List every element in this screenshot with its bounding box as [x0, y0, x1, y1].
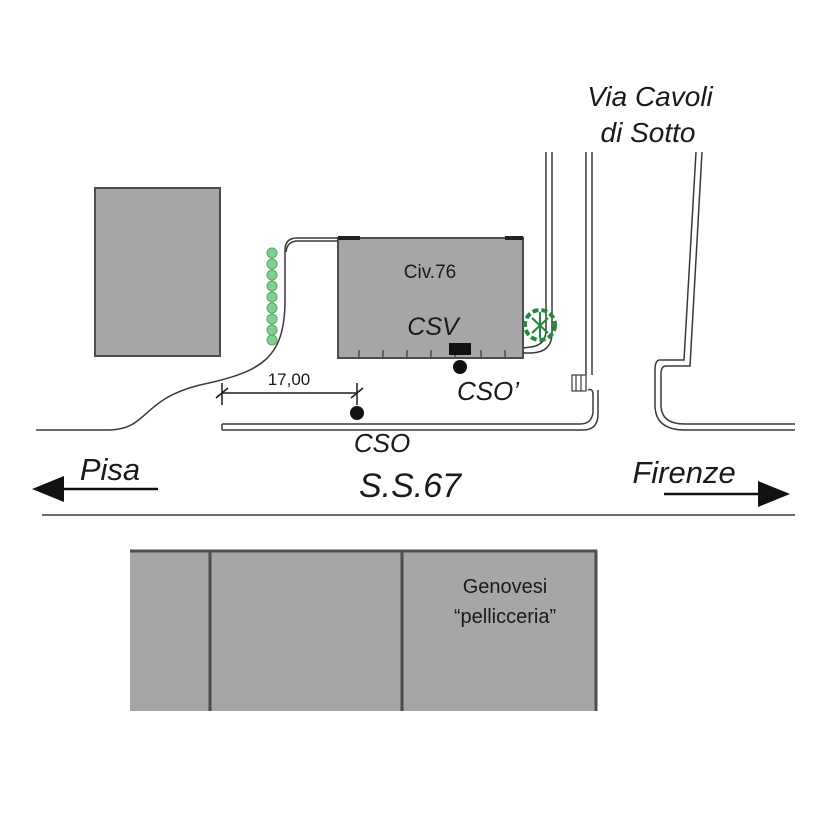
road-edge-left — [36, 237, 338, 431]
arrow-firenze-icon — [664, 481, 790, 507]
cso-prime-marker — [453, 360, 467, 374]
pisa-label: Pisa — [80, 452, 140, 487]
road-edge-left-inner — [285, 240, 338, 253]
tree-icon — [523, 308, 557, 342]
distance-dimension — [215, 383, 364, 405]
street-label-line2: di Sotto — [601, 117, 696, 148]
via-cavoli-right-edge-inner — [660, 151, 795, 425]
building-civ-label: Civ.76 — [404, 262, 456, 283]
genovesi-label-line1: Genovesi — [463, 576, 548, 598]
csv-marker — [449, 343, 471, 355]
firenze-label: Firenze — [632, 455, 735, 490]
building-civ76: Civ.76 CSV — [337, 236, 524, 359]
arrow-pisa-icon — [32, 476, 158, 502]
hedge — [266, 247, 278, 346]
sidewalk-front — [222, 388, 594, 425]
genovesi-label-line2: “pellicceria” — [454, 606, 556, 628]
building-left — [94, 187, 221, 357]
street-label-line1: Via Cavoli — [587, 81, 713, 112]
distance-label: 17,00 — [268, 370, 311, 389]
road-label: S.S.67 — [359, 467, 462, 505]
cso-marker — [350, 406, 364, 420]
via-cavoli-right-edge — [654, 151, 697, 431]
via-cavoli-left-edge-inner — [523, 152, 553, 354]
via-cavoli-left-edge — [522, 152, 547, 349]
building-genovesi: Genovesi “pellicceria” — [130, 549, 598, 711]
cso-label: CSO — [354, 428, 410, 458]
gate-symbol — [571, 374, 587, 392]
cso-prime-label: CSO’ — [457, 376, 520, 406]
csv-label: CSV — [407, 313, 461, 341]
sidewalk-front-inner — [222, 390, 599, 431]
